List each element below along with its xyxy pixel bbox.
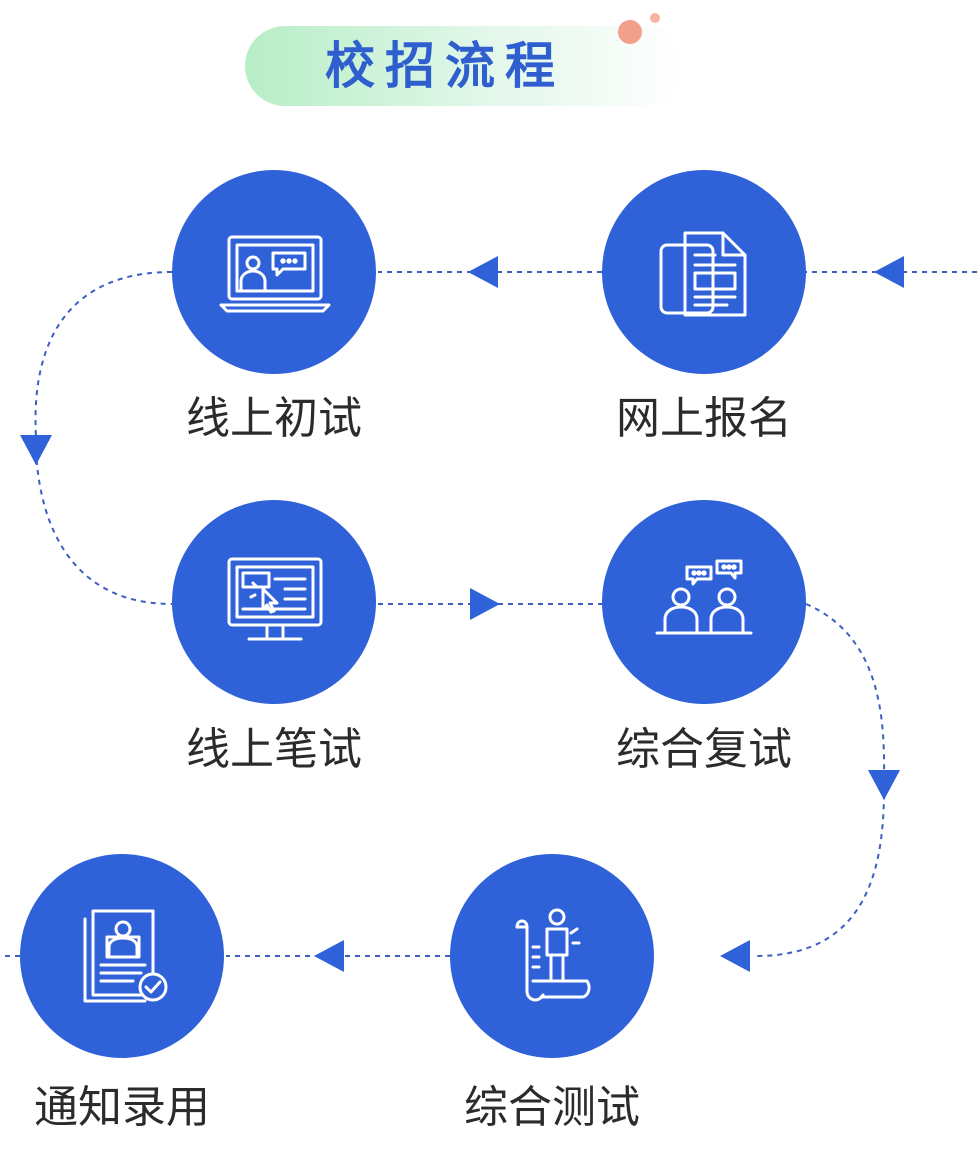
arrow-left-to-notice xyxy=(314,940,344,972)
arrow-left-to-first xyxy=(468,256,498,288)
computer-test-icon xyxy=(227,557,323,641)
arrow-left-to-test xyxy=(720,940,750,972)
step-online-registration-circle xyxy=(602,170,806,374)
decorative-dot xyxy=(618,20,642,44)
title-banner xyxy=(245,26,685,106)
step-online-first-interview-label: 线上初试 xyxy=(186,393,362,444)
step-comprehensive-second-interview-circle xyxy=(602,500,806,704)
video-interview-icon xyxy=(219,235,331,313)
step-online-first-interview-circle xyxy=(172,170,376,374)
arrow-down-to-written xyxy=(20,435,52,465)
step-admission-notice-circle xyxy=(20,854,224,1058)
step-comprehensive-test-circle xyxy=(450,854,654,1058)
resume-check-icon xyxy=(83,909,168,1003)
page-title: 校招流程 xyxy=(325,37,565,95)
documents-icon xyxy=(659,231,747,317)
arrow-right-to-second xyxy=(470,588,500,620)
connector-first-to-written xyxy=(34,271,173,605)
step-admission-notice-label: 通知录用 xyxy=(34,1082,210,1133)
step-online-written-test-label: 线上笔试 xyxy=(186,724,362,775)
arrow-down-to-test xyxy=(868,770,900,800)
person-scroll-icon xyxy=(515,908,591,1002)
step-online-registration-label: 网上报名 xyxy=(616,393,792,444)
step-comprehensive-test-label: 综合测试 xyxy=(464,1082,640,1133)
step-comprehensive-second-interview-label: 综合复试 xyxy=(616,724,792,775)
decorative-dot-small xyxy=(650,13,660,23)
conversation-icon xyxy=(655,559,753,635)
step-online-written-test-circle xyxy=(172,500,376,704)
arrow-left-entry xyxy=(874,256,904,288)
